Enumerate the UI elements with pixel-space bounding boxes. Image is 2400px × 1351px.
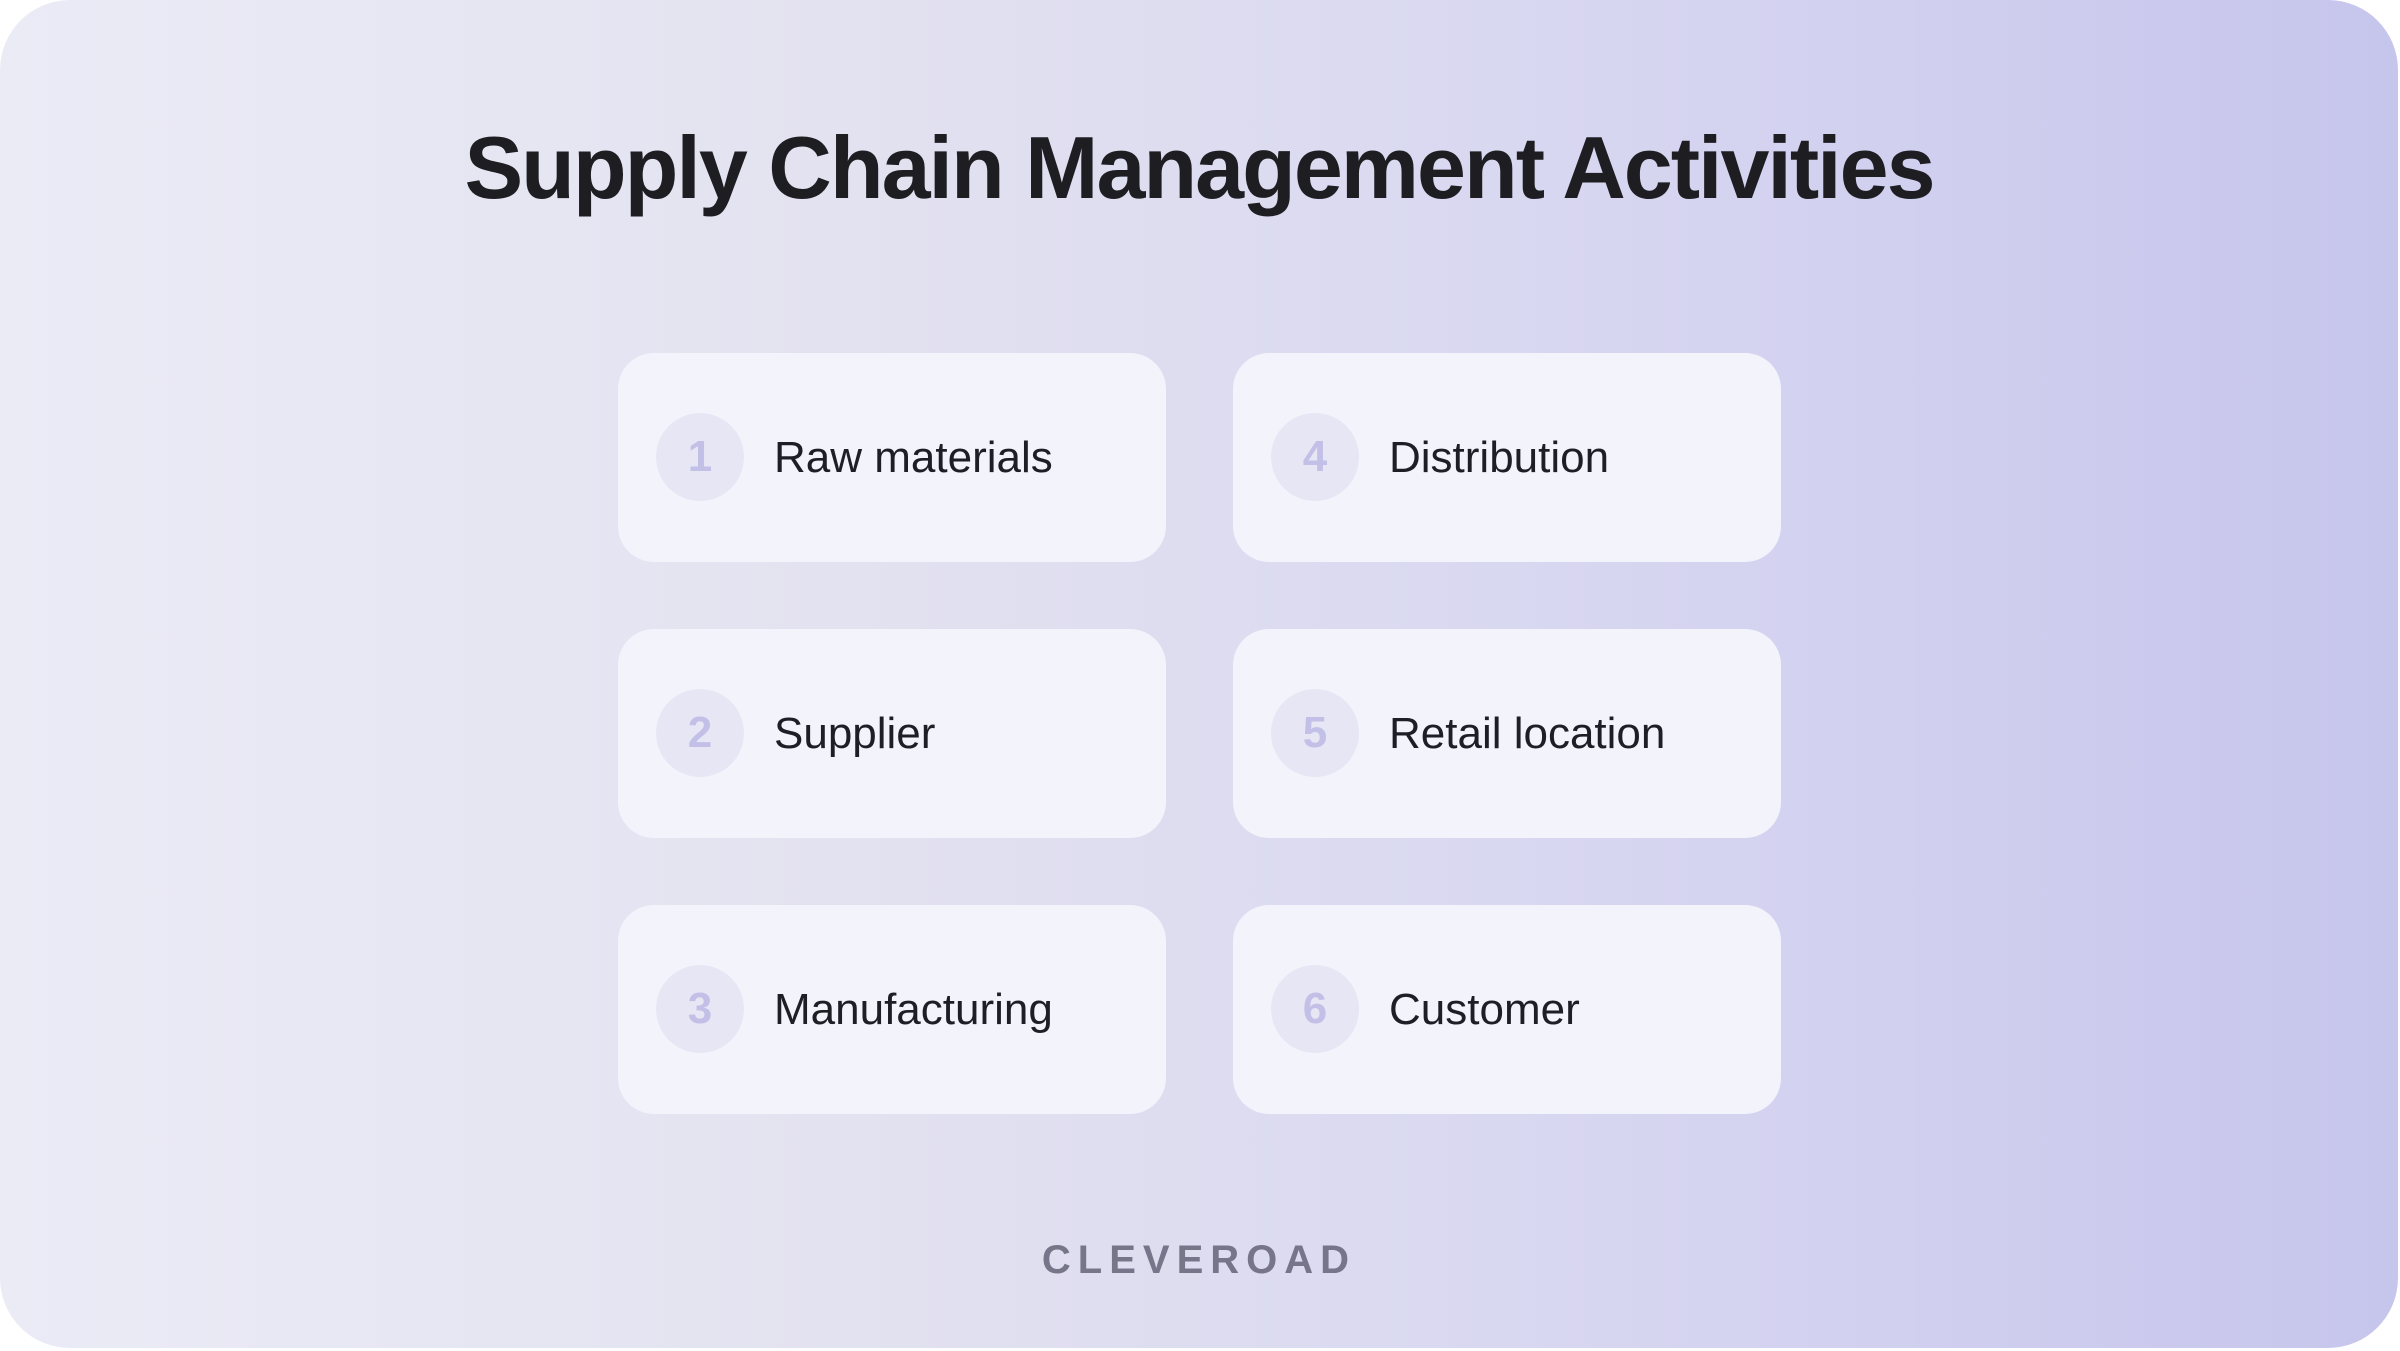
- brand-logo-text: CLEVEROAD: [1041, 1238, 1357, 1282]
- step-number-badge: 4: [1271, 413, 1359, 501]
- step-number-badge: 6: [1271, 965, 1359, 1053]
- activity-card-customer: 6 Customer: [1233, 905, 1781, 1114]
- activity-label: Supplier: [774, 709, 936, 758]
- step-number-badge: 1: [656, 413, 744, 501]
- activity-label: Manufacturing: [774, 985, 1053, 1034]
- activity-label: Customer: [1389, 985, 1580, 1034]
- page-title: Supply Chain Management Activities: [464, 118, 1935, 217]
- step-number-badge: 3: [656, 965, 744, 1053]
- activity-card-manufacturing: 3 Manufacturing: [618, 905, 1166, 1114]
- activity-card-distribution: 4 Distribution: [1233, 353, 1781, 562]
- activity-card-supplier: 2 Supplier: [618, 629, 1166, 838]
- activity-label: Distribution: [1389, 433, 1610, 482]
- activity-card-retail-location: 5 Retail location: [1233, 629, 1781, 838]
- step-number-badge: 5: [1271, 689, 1359, 777]
- activity-card-raw-materials: 1 Raw materials: [618, 353, 1166, 562]
- activity-label: Raw materials: [774, 433, 1053, 482]
- step-number-badge: 2: [656, 689, 744, 777]
- activity-label: Retail location: [1389, 709, 1666, 758]
